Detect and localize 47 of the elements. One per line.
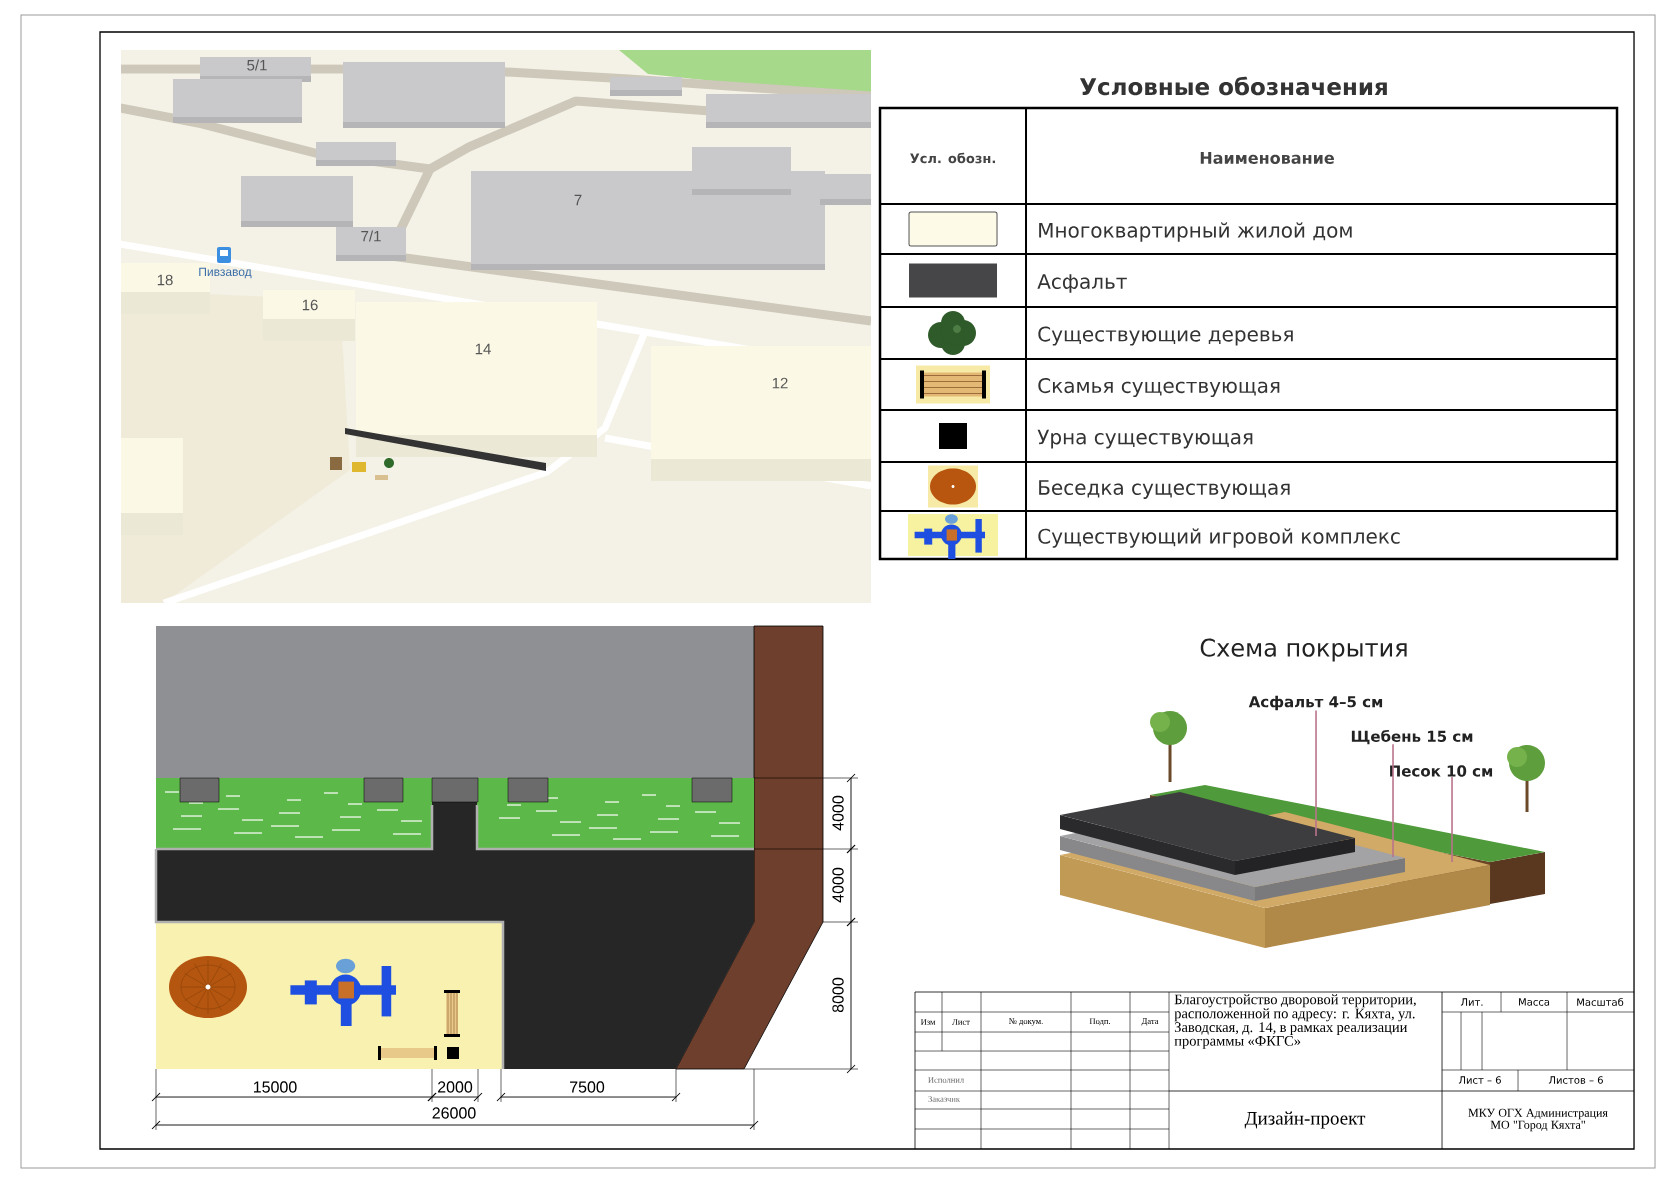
- map-label: 16: [302, 299, 318, 311]
- map-label: 7: [574, 194, 582, 206]
- section-title: Схема покрытия: [1200, 638, 1407, 662]
- title-block-text: Лит.: [1460, 998, 1483, 1006]
- legend-text: Многоквартирный жилой дом: [1039, 222, 1352, 242]
- title-block-text: Листов – 6: [1548, 1076, 1603, 1084]
- title-block-text: Масса: [1519, 998, 1550, 1006]
- map-label: 5/1: [247, 59, 267, 71]
- title-block-text: Масштаб: [1577, 998, 1624, 1006]
- title-block-text: Заказчик: [928, 1096, 960, 1102]
- dimension-label: 4000: [832, 795, 844, 831]
- legend-text: Урна существующая: [1037, 429, 1253, 449]
- leader-line: [1451, 776, 1453, 863]
- legend-text: Беседка существующая: [1039, 480, 1290, 499]
- dimension-label: 7500: [570, 1081, 605, 1093]
- dimension-label: 2000: [438, 1081, 473, 1093]
- map-label: 18: [157, 274, 173, 286]
- legend-text: Скамья существующая: [1038, 378, 1280, 397]
- title-block-text: № докум.: [1009, 1018, 1043, 1026]
- leader-line: [1315, 709, 1317, 837]
- title-block-text: Исполнил: [928, 1077, 964, 1083]
- layer-label: Асфальт 4–5 см: [1248, 695, 1383, 711]
- title-block-text: Благоустройство дворовой территории, расположенной по адресу: г. Кяхта, ул. Заводская, д. 14, в рамках реализации программы «ФКГС»: [1174, 994, 1416, 1049]
- dimension-label: 26000: [432, 1107, 476, 1119]
- title-block-text: Дата: [1141, 1018, 1159, 1026]
- dimension-label: 8000: [832, 977, 844, 1013]
- legend-text: Существующий игровой комплекс: [1038, 528, 1400, 548]
- title-block-text: Лист: [952, 1019, 970, 1025]
- title-block-text: Лист – 6: [1458, 1076, 1501, 1084]
- legend-text: Существующие деревья: [1038, 326, 1293, 346]
- title-block-text: Изм: [920, 1019, 936, 1025]
- layer-label: Щебень 15 см: [1351, 729, 1473, 745]
- table-header: Наименование: [1200, 152, 1334, 164]
- title-block-text: МКУ ОГХ Администрация МО "Город Кяхта": [1468, 1108, 1608, 1132]
- dimension-label: 4000: [832, 867, 844, 903]
- map-label: 7/1: [361, 230, 381, 242]
- layer-label: Песок 10 см: [1390, 765, 1493, 777]
- bus-stop-label: Пивзавод: [199, 267, 252, 279]
- title-block-text: Дизайн-проект: [1244, 1111, 1366, 1129]
- map-label: 12: [772, 377, 788, 389]
- map-label: 14: [475, 343, 491, 355]
- table-header: Усл. обозн.: [910, 152, 995, 164]
- leader-line: [1392, 743, 1394, 858]
- legend-text: Асфальт: [1037, 274, 1127, 293]
- table-title: Условные обозначения: [1079, 76, 1387, 96]
- dimension-label: 15000: [254, 1081, 297, 1093]
- title-block-text: Подп.: [1089, 1018, 1111, 1026]
